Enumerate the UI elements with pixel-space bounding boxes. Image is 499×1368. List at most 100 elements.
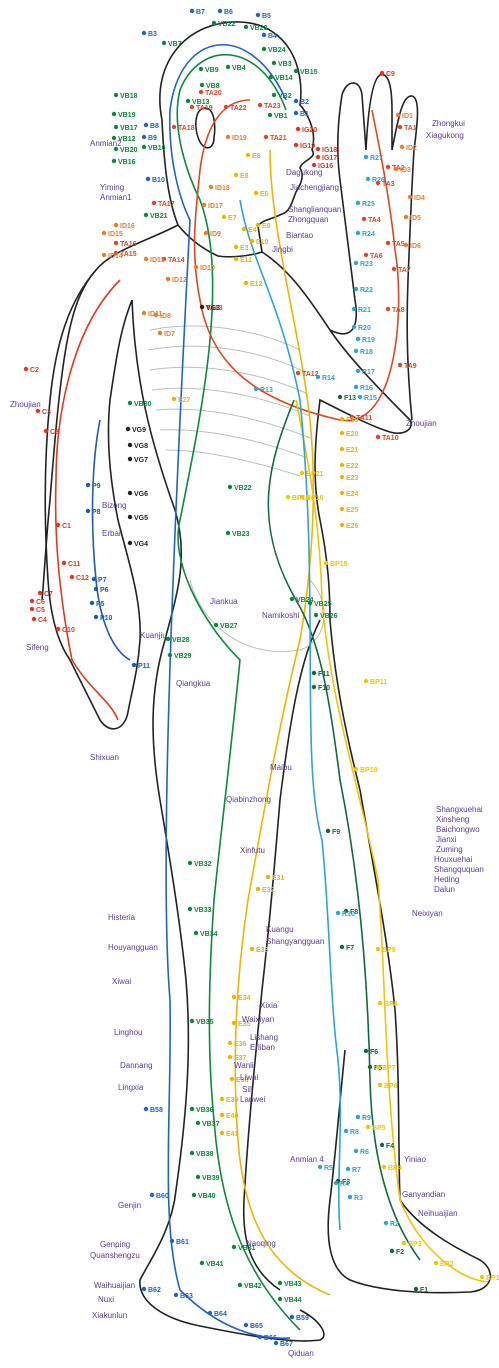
head-point-label-dot-52 bbox=[234, 173, 238, 177]
body-point-label-dot-46 bbox=[352, 307, 356, 311]
body-point-label-17: ID4 bbox=[414, 195, 425, 202]
head-point-label-dot-33 bbox=[172, 125, 176, 129]
leg-point-label-63: B65 bbox=[250, 1323, 263, 1330]
body-point-label-73: VB26 bbox=[320, 613, 338, 620]
body-point-label-52: R15 bbox=[364, 395, 377, 402]
leg-point-label-dot-58 bbox=[150, 1193, 154, 1197]
body-point-label-29: C1 bbox=[62, 523, 71, 530]
head-point-label-48: ID12 bbox=[172, 277, 187, 284]
body-point-label-dot-44 bbox=[354, 261, 358, 265]
leg-point-label-dot-20 bbox=[434, 1261, 438, 1265]
extra-point-label-31: Heding bbox=[434, 875, 459, 884]
body-point-label-84: VG3 bbox=[206, 305, 220, 312]
body-point-label-dot-57 bbox=[324, 561, 328, 565]
head-point-label-dot-12 bbox=[269, 75, 273, 79]
extra-point-label-37: Shangyangguan bbox=[266, 937, 324, 946]
body-point-label-14: ID7 bbox=[164, 331, 175, 338]
body-point-label-61: E20 bbox=[346, 431, 359, 438]
leg-point-label-44: VB33 bbox=[194, 907, 212, 914]
extra-point-label-20: Qiangkua bbox=[176, 679, 211, 688]
rib-6 bbox=[160, 430, 308, 458]
leg-point-label-65: B67 bbox=[280, 1341, 293, 1348]
leg-point-label-dot-45 bbox=[194, 931, 198, 935]
leg-point-label-dot-57 bbox=[144, 1107, 148, 1111]
extra-point-label-15: Sifeng bbox=[26, 643, 49, 652]
extra-point-label-48: Sili bbox=[242, 1085, 253, 1094]
head-point-label-dot-9 bbox=[272, 61, 276, 65]
body-point-label-dot-14 bbox=[158, 331, 162, 335]
head-point-label-dot-58 bbox=[256, 223, 260, 227]
extra-point-label-24: Shangxuehai bbox=[436, 805, 483, 814]
head-point-label-dot-57 bbox=[234, 245, 238, 249]
head-point-label-dot-11 bbox=[186, 99, 190, 103]
head-point-label-dot-59 bbox=[250, 239, 254, 243]
leg-point-label-dot-28 bbox=[334, 1181, 338, 1185]
leg-point-label-dot-42 bbox=[232, 1245, 236, 1249]
body-point-label-45: R22 bbox=[360, 287, 373, 294]
head-point-label-dot-18 bbox=[262, 47, 266, 51]
leg-point-label-1: F10 bbox=[318, 685, 330, 692]
leg-point-label-dot-47 bbox=[190, 1107, 194, 1111]
extra-point-label-51: Yiniao bbox=[404, 1155, 426, 1164]
body-point-label-5: TA8 bbox=[392, 307, 405, 314]
body-point-label-66: E25 bbox=[346, 507, 359, 514]
head-point-label-dot-65 bbox=[316, 155, 320, 159]
head-point-label-dot-7 bbox=[199, 67, 203, 71]
head-point-label-58: E9 bbox=[262, 223, 271, 230]
extra-point-label-55: Genping bbox=[100, 1240, 130, 1249]
head-point-label-4: VB16 bbox=[118, 159, 136, 166]
extra-point-label-30: Shangququan bbox=[434, 865, 484, 874]
leg-point-label-24: R8 bbox=[350, 1129, 359, 1136]
body-point-label-53: R14 bbox=[322, 375, 335, 382]
body-point-label-63: E22 bbox=[346, 463, 359, 470]
body-point-label-dot-43 bbox=[356, 231, 360, 235]
body-point-label-7: TA6 bbox=[370, 253, 383, 260]
body-point-label-77: VB30 bbox=[134, 401, 152, 408]
head-point-label-dot-23 bbox=[256, 13, 260, 17]
body-point-label-21: C9 bbox=[386, 71, 395, 78]
head-point-label-dot-41 bbox=[226, 135, 230, 139]
body-point-label-dot-61 bbox=[340, 431, 344, 435]
leg-point-label-dot-21 bbox=[480, 1275, 484, 1279]
body-point-label-dot-4 bbox=[398, 363, 402, 367]
leg-point-label-dot-0 bbox=[312, 671, 316, 675]
leg-point-label-10: F1 bbox=[420, 1287, 428, 1294]
leg-point-label-33: E33 bbox=[256, 947, 269, 954]
body-point-label-31: C11 bbox=[68, 561, 81, 568]
body-point-label-dot-74 bbox=[214, 623, 218, 627]
body-point-label-30: C10 bbox=[62, 627, 75, 634]
body-point-label-44: R23 bbox=[360, 261, 373, 268]
leg-point-label-5: F6 bbox=[370, 1049, 378, 1056]
body-point-label-79: VG8 bbox=[134, 443, 148, 450]
head-point-label-17: VB23 bbox=[250, 25, 268, 32]
body-point-label-dot-25 bbox=[38, 591, 42, 595]
body-point-label-dot-32 bbox=[70, 575, 74, 579]
extra-point-label-60: Xiakunlun bbox=[92, 1311, 127, 1320]
leg-point-label-47: VB36 bbox=[196, 1107, 214, 1114]
body-point-label-dot-77 bbox=[128, 401, 132, 405]
leg-point-label-dot-54 bbox=[278, 1281, 282, 1285]
head-point-label-dot-15 bbox=[144, 213, 148, 217]
body-point-label-49: R18 bbox=[360, 349, 373, 356]
body-point-label-58: BP14 bbox=[292, 495, 310, 502]
leg-point-label-dot-34 bbox=[232, 995, 236, 999]
body-point-label-9: TA4 bbox=[368, 217, 381, 224]
head-point-label-dot-53 bbox=[222, 215, 226, 219]
leg-point-label-60: B62 bbox=[148, 1287, 161, 1294]
head-point-label-dot-44 bbox=[114, 223, 118, 227]
leg-point-label-dot-35 bbox=[232, 1021, 236, 1025]
body-outline bbox=[42, 22, 490, 1341]
body-point-label-dot-34 bbox=[86, 509, 90, 513]
extra-point-label-41: Linghou bbox=[114, 1028, 142, 1037]
body-point-label-51: R16 bbox=[360, 385, 373, 392]
head-point-label-dot-45 bbox=[102, 231, 106, 235]
leg-point-label-29: R3 bbox=[354, 1195, 363, 1202]
body-point-label-dot-50 bbox=[356, 369, 360, 373]
head-point-label-50: ID10 bbox=[200, 265, 215, 272]
extra-point-label-19: Kuanjiu bbox=[140, 631, 167, 640]
leg-point-label-25: R7 bbox=[352, 1167, 361, 1174]
leg-point-label-31: E31 bbox=[272, 875, 285, 882]
leg-point-label-dot-7 bbox=[380, 1143, 384, 1147]
leg-point-label-55: VB44 bbox=[284, 1297, 302, 1304]
